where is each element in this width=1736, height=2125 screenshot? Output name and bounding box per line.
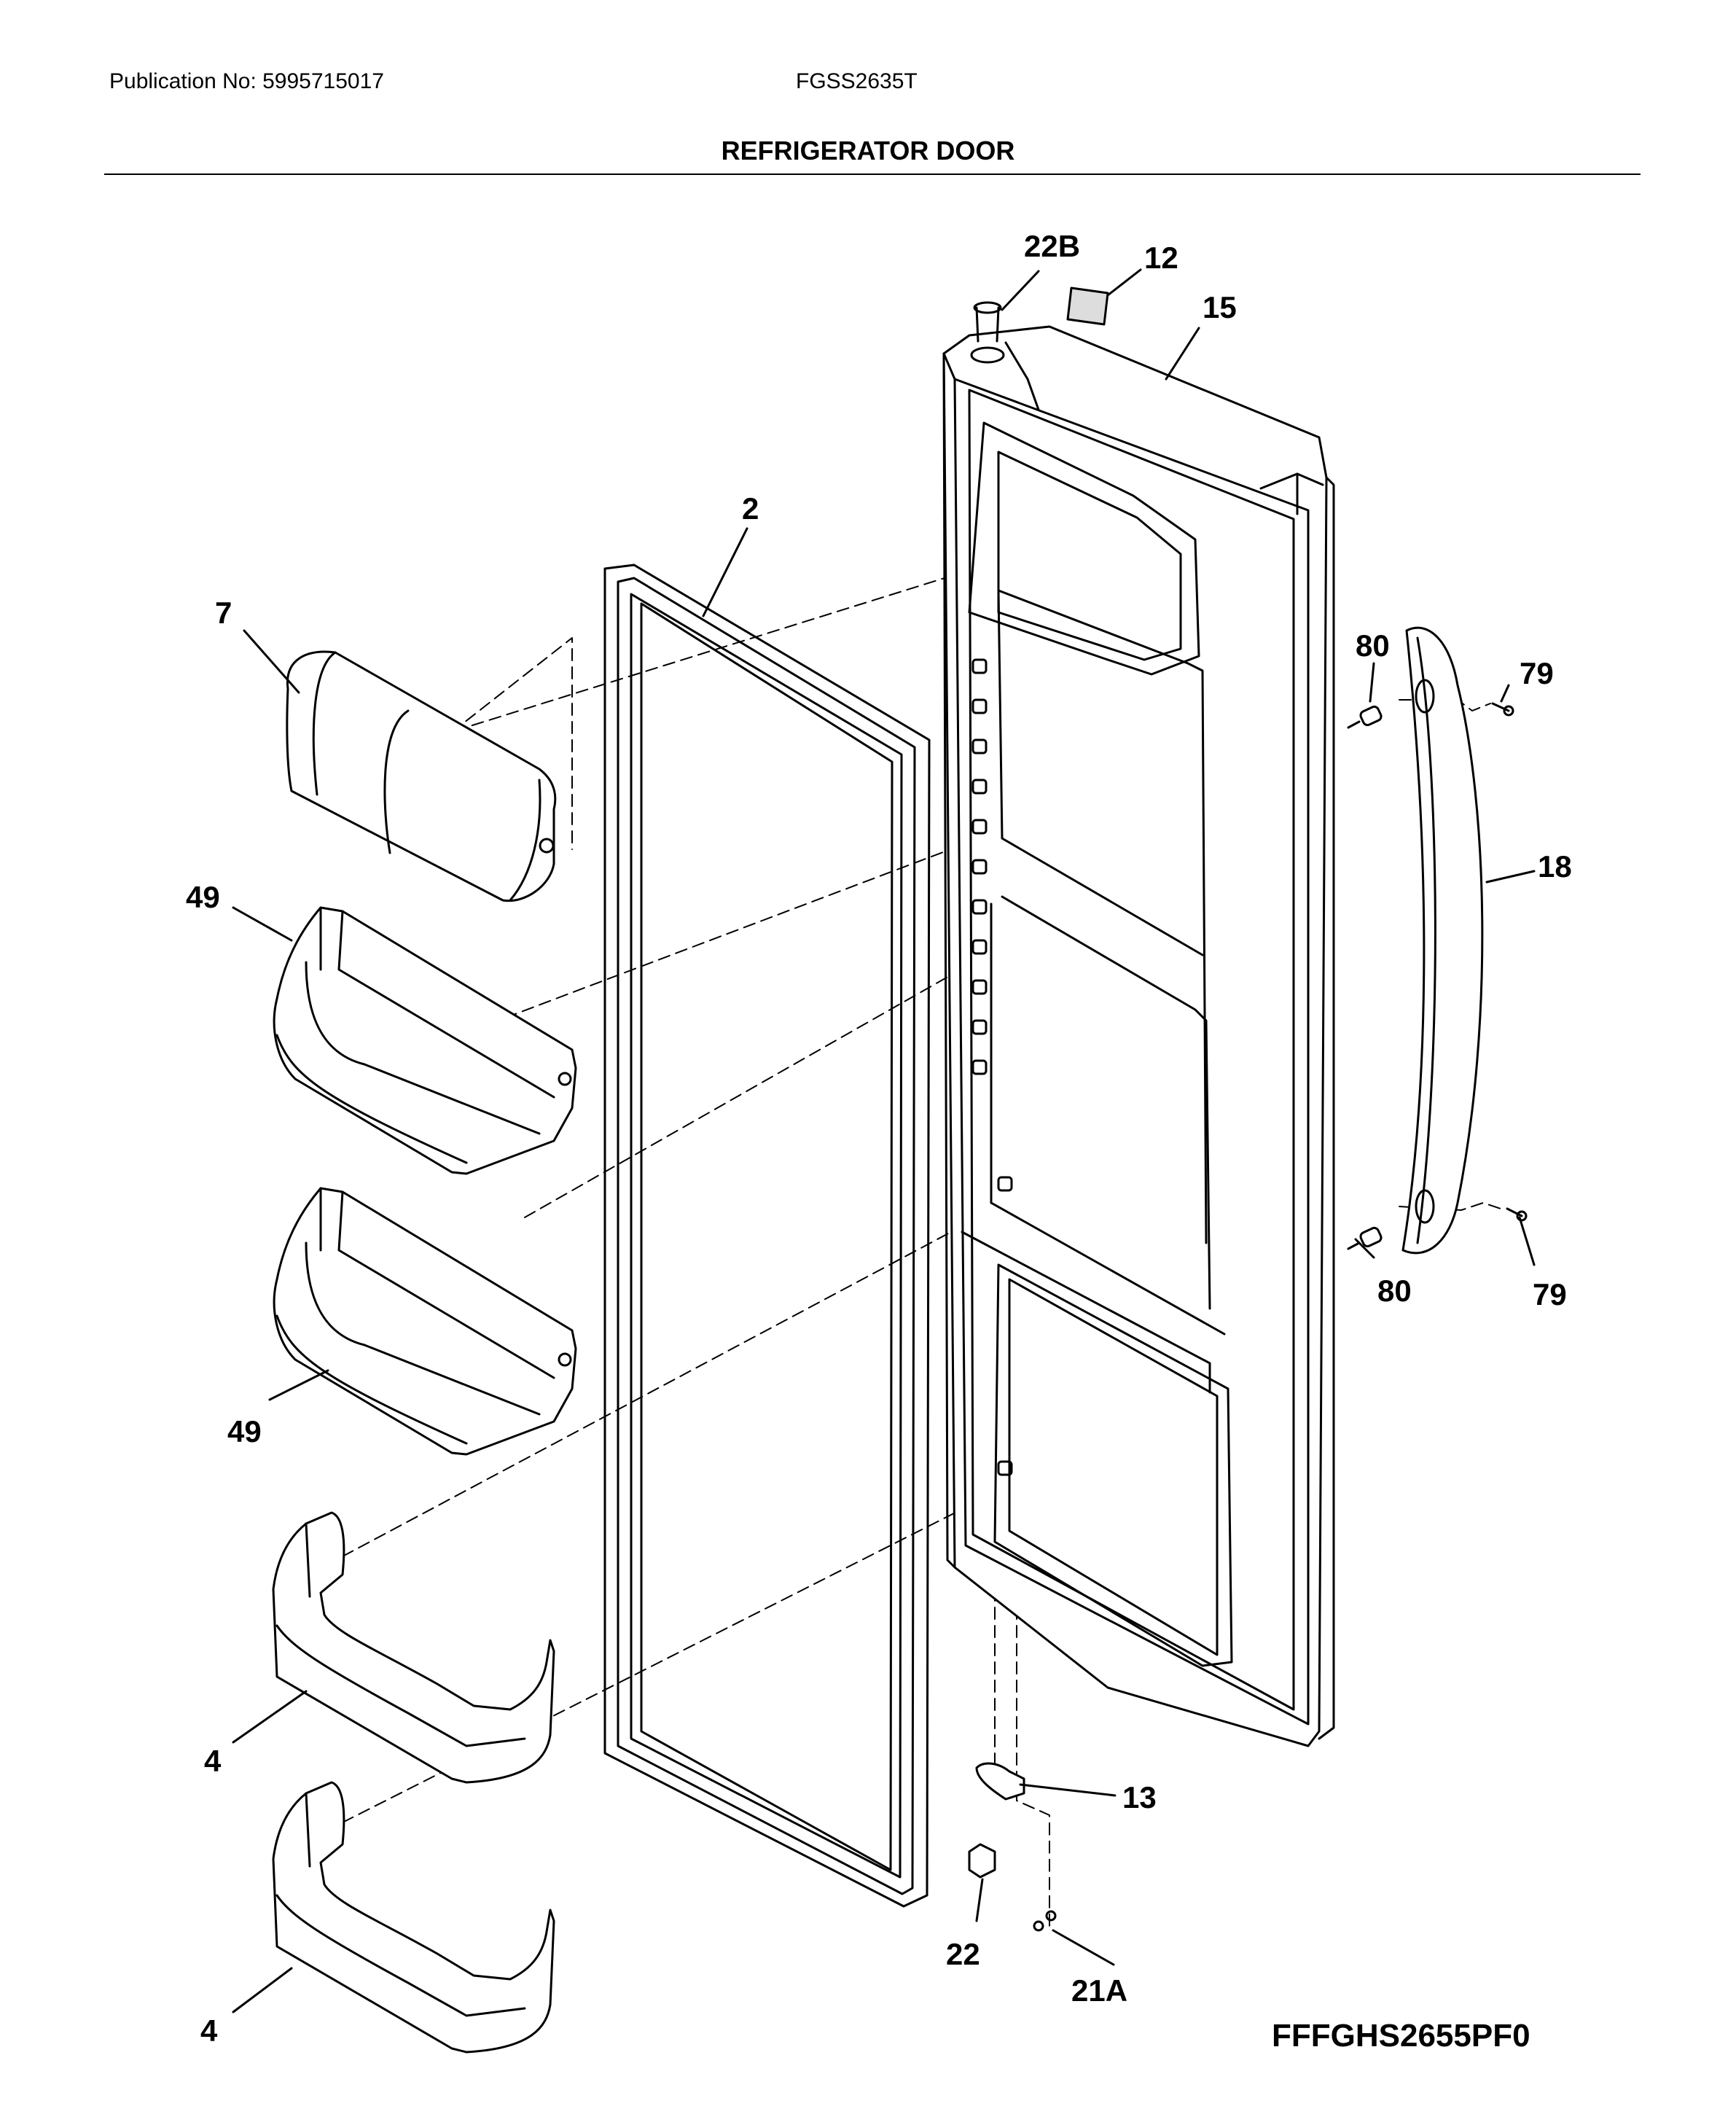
callout-80-bottom: 80 xyxy=(1377,1274,1412,1308)
cover-plate xyxy=(1066,286,1109,326)
callout-21a: 21A xyxy=(1071,1973,1127,2008)
header-divider xyxy=(104,173,1641,175)
dairy-bin xyxy=(286,650,557,902)
callout-4-upper: 4 xyxy=(204,1744,222,1778)
gallon-bin-lower xyxy=(272,1781,555,2054)
hinge-pin-top xyxy=(970,301,1005,364)
handle-spacers xyxy=(1347,705,1383,1250)
hinge-bushing xyxy=(968,1843,996,1879)
publication-number: Publication No: 5995715017 xyxy=(109,69,384,93)
callout-79-bottom: 79 xyxy=(1533,1277,1567,1311)
door-gasket xyxy=(603,564,931,1908)
page-title: REFRIGERATOR DOOR xyxy=(721,136,1015,165)
callout-79-top: 79 xyxy=(1520,656,1554,690)
callout-22: 22 xyxy=(946,1937,980,1971)
hinge-bracket xyxy=(975,1762,1025,1801)
callout-80-top: 80 xyxy=(1356,628,1390,663)
leader-lines xyxy=(232,268,1536,2013)
door-handle xyxy=(1401,626,1484,1255)
callout-12: 12 xyxy=(1144,241,1178,275)
hinge-screws xyxy=(1033,1910,1057,1932)
callout-7: 7 xyxy=(215,596,232,630)
callout-15: 15 xyxy=(1203,290,1237,324)
callout-49-upper: 49 xyxy=(186,880,220,914)
diagram-code: FFFGHS2655PF0 xyxy=(1272,2018,1530,2054)
callout-2: 2 xyxy=(742,491,759,526)
door-liner xyxy=(942,325,1335,1747)
door-bin-upper xyxy=(273,906,577,1175)
callout-18: 18 xyxy=(1538,849,1572,884)
handle-screws xyxy=(1491,702,1528,1222)
door-bin-lower xyxy=(273,1187,577,1456)
callout-4-lower: 4 xyxy=(200,2013,218,2048)
model-number: FGSS2635T xyxy=(796,69,918,93)
callout-22b: 22B xyxy=(1024,229,1080,263)
shelf-posts xyxy=(971,658,1013,1476)
gallon-bin-upper xyxy=(272,1511,555,1784)
callout-49-lower: 49 xyxy=(227,1414,262,1448)
callout-13: 13 xyxy=(1122,1780,1157,1814)
